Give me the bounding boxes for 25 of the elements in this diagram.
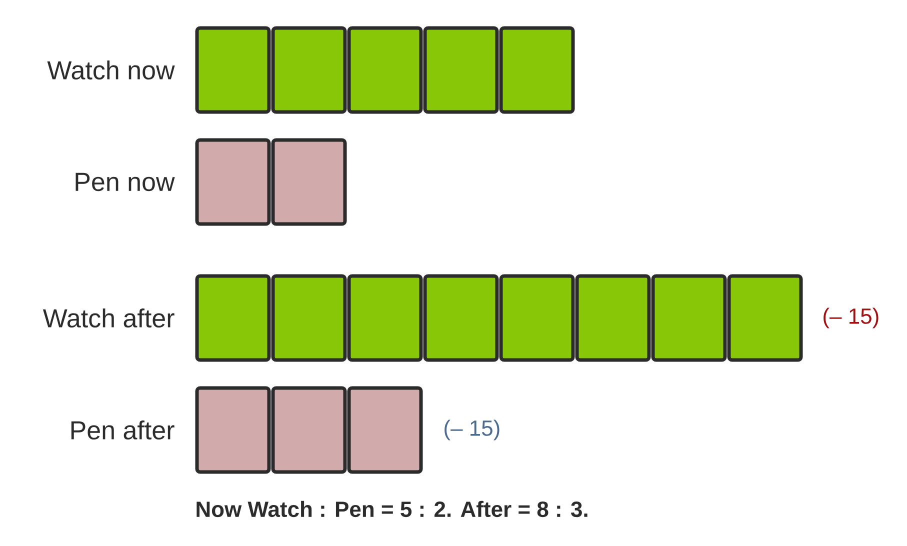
unit-box: [651, 274, 727, 362]
row-label: Pen after: [71, 420, 174, 440]
unit-box: [195, 386, 271, 474]
row-label: Watch after: [42, 308, 174, 328]
unit-box: [423, 274, 499, 362]
unit-box: [271, 386, 347, 474]
unit-box: [271, 274, 347, 362]
unit-box: [195, 26, 271, 114]
unit-box: [195, 138, 271, 226]
unit-box: [499, 274, 575, 362]
unit-box: [347, 26, 423, 114]
ratio-statement: Now Watch : Pen = 5 : 2. After = 8 : 3.: [196, 500, 588, 518]
row-label: Pen now: [76, 172, 175, 192]
unit-box: [347, 386, 423, 474]
unit-box: [271, 138, 347, 226]
unit-box: [195, 274, 271, 362]
row-label: Watch now: [47, 60, 175, 80]
unit-box: [347, 274, 423, 362]
unit-box: [499, 26, 575, 114]
unit-box: [271, 26, 347, 114]
unit-box: [423, 26, 499, 114]
change-note: (– 15): [444, 420, 500, 440]
unit-box: [727, 274, 803, 362]
change-note: (– 15): [824, 308, 878, 328]
unit-box: [575, 274, 651, 362]
